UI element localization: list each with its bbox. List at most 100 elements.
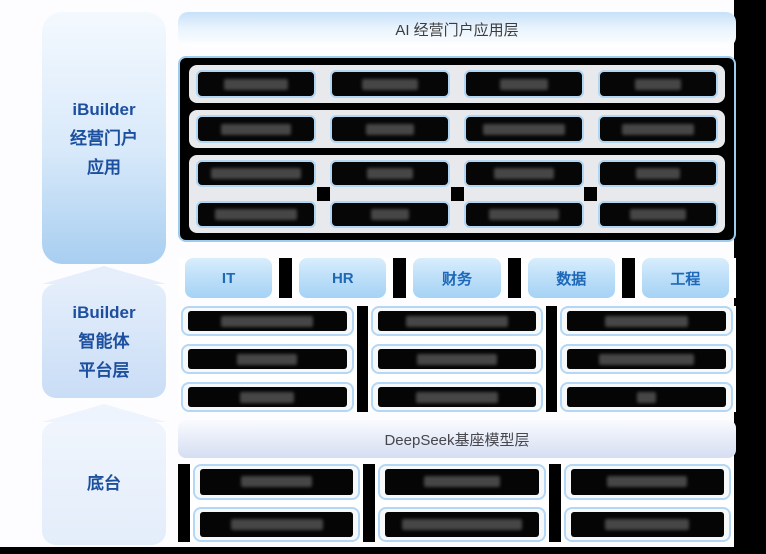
redacted-box bbox=[200, 469, 354, 495]
redacted-box bbox=[570, 511, 724, 537]
redacted-box bbox=[196, 70, 316, 98]
department-wrap: 财务 bbox=[406, 258, 508, 298]
department-box: IT bbox=[185, 258, 273, 298]
redacted-box bbox=[598, 160, 718, 187]
bottom-black-margin bbox=[0, 547, 766, 554]
redacted-box bbox=[377, 349, 537, 369]
redacted-text-smudge bbox=[415, 391, 499, 403]
platform-column bbox=[557, 306, 737, 412]
platform-column bbox=[178, 306, 357, 412]
divider-tick bbox=[450, 187, 464, 201]
redacted-text-smudge bbox=[215, 209, 297, 220]
divider-tick bbox=[584, 187, 598, 201]
foundation-cell bbox=[193, 464, 361, 500]
redacted-box bbox=[196, 160, 316, 187]
redacted-text-smudge bbox=[599, 353, 695, 365]
app-layer-panel bbox=[178, 56, 736, 242]
platform-section bbox=[178, 306, 737, 412]
platform-cell bbox=[370, 344, 544, 374]
redacted-text-smudge bbox=[499, 78, 549, 90]
redacted-box bbox=[377, 311, 537, 331]
redacted-text-smudge bbox=[362, 78, 418, 90]
departments-row: IT HR 财务 数据 工程 bbox=[178, 258, 737, 298]
platform-cell bbox=[560, 306, 734, 336]
foundation-cell bbox=[193, 506, 361, 542]
redacted-box bbox=[196, 201, 316, 228]
sidebar-label-line: 应用 bbox=[87, 157, 121, 177]
redacted-box bbox=[330, 115, 450, 143]
redacted-text-smudge bbox=[483, 123, 565, 135]
redacted-box bbox=[464, 160, 584, 187]
redacted-text-smudge bbox=[210, 168, 302, 179]
department-wrap: IT bbox=[178, 258, 280, 298]
foundation-column bbox=[375, 464, 549, 542]
redacted-box bbox=[196, 115, 316, 143]
redacted-box bbox=[570, 469, 724, 495]
divider-tick bbox=[316, 187, 330, 201]
redacted-box bbox=[188, 387, 347, 407]
platform-cell bbox=[181, 306, 354, 336]
redacted-text-smudge bbox=[607, 476, 688, 488]
department-wrap: 工程 bbox=[634, 258, 737, 298]
redacted-text-smudge bbox=[637, 391, 657, 403]
platform-column bbox=[367, 306, 547, 412]
redacted-box bbox=[464, 115, 584, 143]
sidebar-block-foundation: 底台 bbox=[42, 422, 166, 545]
redacted-box bbox=[598, 70, 718, 98]
foundation-cell bbox=[378, 464, 546, 500]
redacted-text-smudge bbox=[371, 209, 409, 220]
platform-cell bbox=[370, 382, 544, 412]
redacted-text-smudge bbox=[605, 315, 688, 327]
department-box: 数据 bbox=[527, 258, 615, 298]
redacted-box bbox=[567, 349, 727, 369]
redacted-box bbox=[598, 201, 718, 228]
redacted-text-smudge bbox=[221, 315, 314, 327]
foundation-cell bbox=[378, 506, 546, 542]
platform-cell bbox=[560, 344, 734, 374]
redacted-text-smudge bbox=[406, 315, 508, 327]
redacted-text-smudge bbox=[366, 168, 414, 179]
app-strip-row bbox=[189, 110, 725, 148]
redacted-box bbox=[330, 70, 450, 98]
redacted-text-smudge bbox=[241, 476, 312, 488]
sidebar-label-line: iBuilder bbox=[72, 302, 136, 322]
up-arrow-icon bbox=[42, 404, 166, 422]
platform-cell bbox=[370, 306, 544, 336]
redacted-box bbox=[598, 115, 718, 143]
redacted-text-smudge bbox=[635, 168, 681, 179]
redacted-text-smudge bbox=[423, 476, 501, 488]
redacted-text-smudge bbox=[634, 78, 682, 90]
sidebar-block-agent-platform: iBuilder 智能体 平台层 bbox=[42, 284, 166, 398]
redacted-text-smudge bbox=[622, 123, 694, 135]
sidebar-label-line: 智能体 bbox=[78, 331, 130, 351]
redacted-box bbox=[188, 311, 347, 331]
redacted-text-smudge bbox=[365, 123, 415, 135]
right-black-margin bbox=[734, 0, 766, 554]
foundation-cell bbox=[563, 506, 731, 542]
department-box: 财务 bbox=[413, 258, 501, 298]
redacted-text-smudge bbox=[417, 353, 497, 365]
sidebar-label-line: 底台 bbox=[87, 474, 121, 493]
redacted-text-smudge bbox=[240, 391, 295, 403]
redacted-box bbox=[200, 511, 354, 537]
redacted-text-smudge bbox=[237, 353, 298, 365]
up-arrow-icon bbox=[42, 266, 166, 284]
sidebar-label-line: 平台层 bbox=[78, 360, 130, 380]
sidebar-label-line: 经营门户 bbox=[70, 128, 138, 148]
department-wrap: HR bbox=[292, 258, 394, 298]
platform-cell bbox=[181, 344, 354, 374]
sidebar-label-line: iBuilder bbox=[72, 99, 136, 119]
app-strip-row bbox=[189, 65, 725, 103]
redacted-text-smudge bbox=[230, 518, 323, 530]
redacted-text-smudge bbox=[221, 123, 291, 135]
redacted-text-smudge bbox=[605, 518, 690, 530]
redacted-box bbox=[464, 70, 584, 98]
model-layer-bar: DeepSeek基座模型层 bbox=[178, 420, 736, 458]
redacted-box bbox=[567, 311, 727, 331]
platform-cell bbox=[181, 382, 354, 412]
app-strip-row bbox=[196, 160, 718, 187]
redacted-box bbox=[188, 349, 347, 369]
department-box: HR bbox=[299, 258, 387, 298]
foundation-cell bbox=[563, 464, 731, 500]
